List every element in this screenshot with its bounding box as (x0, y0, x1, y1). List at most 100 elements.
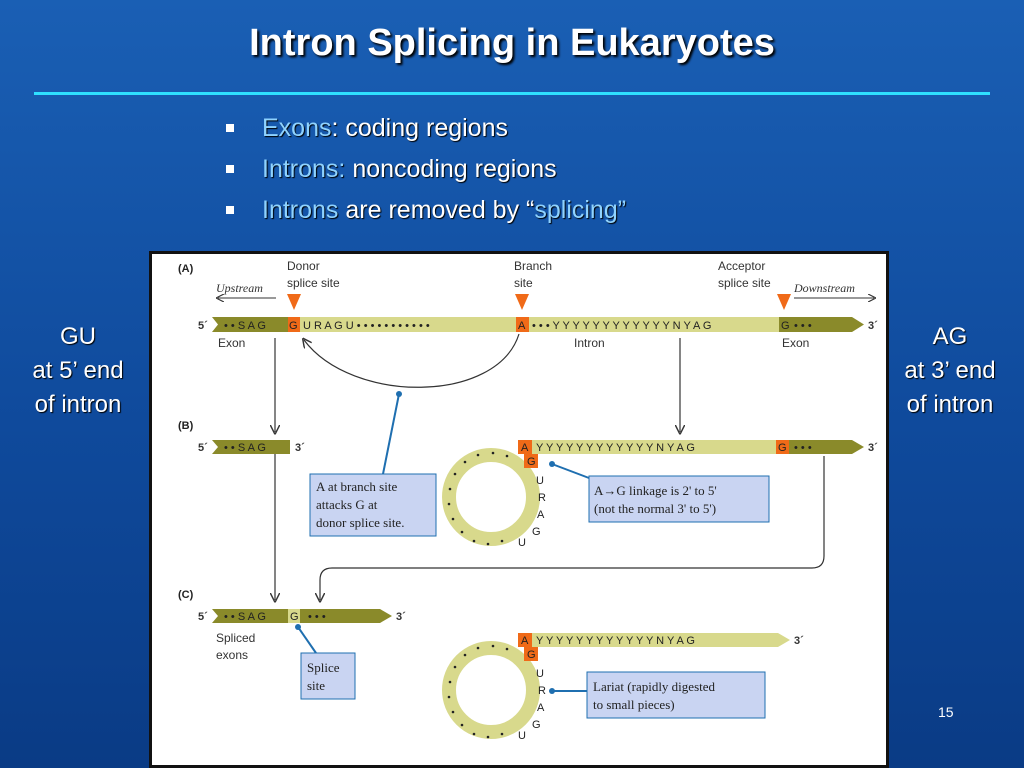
strand-text: A (521, 442, 529, 454)
callout-text: A→G linkage is 2' to 5' (594, 483, 717, 498)
step-arrow (320, 456, 825, 600)
branch-a-box (516, 317, 529, 332)
intron-tail-segment (532, 633, 790, 647)
callout-dot (396, 391, 402, 397)
lariat-letter: R (538, 685, 546, 697)
attack-arrow (304, 333, 520, 388)
acceptor-g-box (776, 440, 789, 454)
spliced-exons-label: Spliced (216, 631, 255, 645)
exon2-segment (789, 440, 864, 454)
acceptor-label: splice site (718, 276, 771, 290)
bullet-square-icon (226, 124, 234, 132)
lariat-a-box (518, 633, 532, 647)
donor-pointer-icon (287, 294, 301, 310)
lariat-letter: R (538, 492, 546, 504)
left-note-line: of intron (34, 391, 122, 418)
strand-text: Y Y Y Y Y Y Y Y Y Y Y Y N Y A G (536, 442, 695, 454)
strand-text: G (778, 442, 787, 454)
bullet-text: : coding regions (331, 114, 508, 142)
slide-title: Intron Splicing in Eukaryotes (249, 22, 775, 64)
lariat-loop (442, 448, 540, 546)
page-number: 15 (938, 704, 954, 720)
bullet-term: Exons (262, 114, 332, 142)
right-note-line: of intron (906, 391, 994, 418)
strand-text: • • S A G (224, 320, 266, 332)
bullet-square-icon (226, 206, 234, 214)
upstream-label: Upstream (216, 281, 263, 295)
bullet-square-icon (226, 165, 234, 173)
bullet-term: Introns (262, 196, 339, 224)
lariat-letter: U (518, 537, 526, 549)
exon2-segment (779, 317, 864, 332)
five-prime-label: 5´ (198, 442, 208, 454)
bullet-text: noncoding regions (345, 155, 557, 183)
spliced-exons-label: exons (216, 648, 248, 662)
three-prime-label: 3´ (868, 442, 878, 454)
acceptor-label: Acceptor (718, 259, 765, 273)
three-prime-label: 3´ (868, 320, 878, 332)
lariat-letter: U (536, 668, 544, 680)
callout-line (297, 626, 317, 654)
callout-text: attacks G at (316, 497, 378, 512)
title-divider (34, 92, 990, 95)
lariat-letter: A (537, 702, 545, 714)
bullet-introns: Introns: noncoding regions (224, 149, 626, 190)
bullet-list: Exons: coding regions Introns: noncoding… (224, 108, 626, 231)
bullet-term-splicing: splicing” (534, 196, 627, 224)
acceptor-pointer-icon (777, 294, 791, 310)
panel-label-c: (C) (178, 589, 194, 601)
callout-dot (549, 461, 555, 467)
intron-label: Intron (574, 336, 605, 350)
lariat-letter: U (536, 475, 544, 487)
strand-text: G (527, 649, 536, 661)
exon1-segment (212, 317, 288, 332)
branch-label: site (514, 276, 533, 290)
donor-g-box (288, 317, 300, 332)
right-note: AG at 3’ end of intron (880, 320, 1020, 422)
lariat-letter: A (537, 509, 545, 521)
donor-label: Donor (287, 259, 320, 273)
junction-g-box (288, 609, 300, 623)
callout-text: A at branch site (316, 479, 397, 494)
callout-text: Lariat (rapidly digested (593, 679, 716, 694)
left-note-line: at 5’ end (32, 357, 124, 384)
lariat-letter: G (532, 526, 541, 538)
right-note-line: AG (932, 323, 968, 350)
callout-linkage (588, 475, 770, 523)
callout-text: site (307, 678, 325, 693)
bullet-text: are removed by “ (338, 196, 535, 224)
splicing-diagram: (A) (B) (C) Donor splice site Branch sit… (149, 251, 889, 768)
callout-text: Splice (307, 660, 340, 675)
callout-splice-site (300, 652, 356, 700)
callout-text: to small pieces) (593, 697, 675, 712)
callout-attack (309, 473, 437, 537)
bullet-splicing: Introns are removed by “splicing” (224, 190, 626, 231)
strand-text: U R A G U • • • • • • • • • • • (303, 320, 430, 332)
strand-text: A (518, 320, 526, 332)
three-prime-label: 3´ (396, 611, 406, 623)
strand-text: • • • (794, 320, 812, 332)
strand-text: • • S A G (224, 611, 266, 623)
intron-segment (300, 317, 516, 332)
strand-text: G (290, 611, 299, 623)
three-prime-label: 3´ (295, 442, 305, 454)
left-note-line: GU (60, 323, 96, 350)
bullet-exons: Exons: coding regions (224, 108, 626, 149)
strand-text: • • • (308, 611, 326, 623)
three-prime-label: 3´ (794, 635, 804, 647)
callout-text: donor splice site. (316, 515, 404, 530)
panel-label-b: (B) (178, 420, 194, 432)
strand-text: G (527, 456, 536, 468)
exon2-segment (300, 609, 392, 623)
five-prime-label: 5´ (198, 320, 208, 332)
callout-dot (295, 624, 301, 630)
exon1-segment (212, 609, 288, 623)
downstream-label: Downstream (793, 281, 855, 295)
lariat-dots (447, 451, 509, 546)
lariat-loop (442, 641, 540, 739)
lariat-g-box (524, 454, 538, 468)
strand-text: • • S A G (224, 442, 266, 454)
right-note-line: at 3’ end (904, 357, 996, 384)
branch-pointer-icon (515, 294, 529, 310)
lariat-dots (447, 644, 509, 739)
